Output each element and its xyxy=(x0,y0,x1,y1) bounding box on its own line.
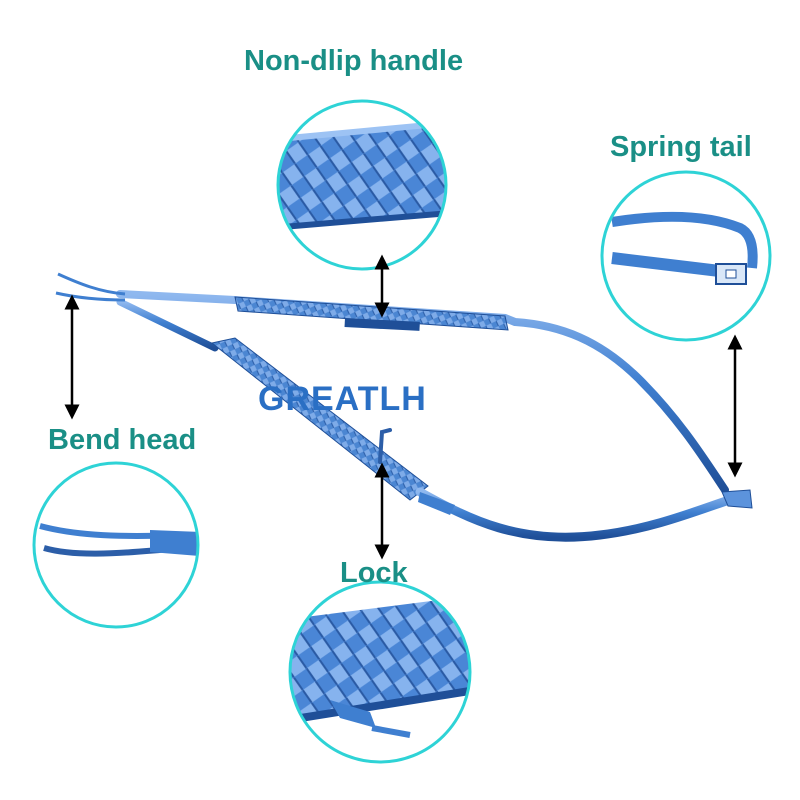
label-lock: Lock xyxy=(340,557,408,589)
label-bend: Bend head xyxy=(48,424,197,456)
spring-detail-circle xyxy=(600,170,772,342)
label-handle: Non-dlip handle xyxy=(244,45,464,77)
label-spring: Spring tail xyxy=(610,131,752,163)
bend-detail-circle xyxy=(32,461,200,629)
microscissors-image xyxy=(55,272,753,542)
brand-watermark: GREATLH xyxy=(258,380,427,418)
handle-detail-circle xyxy=(276,99,448,271)
lock-detail-circle xyxy=(288,580,472,764)
